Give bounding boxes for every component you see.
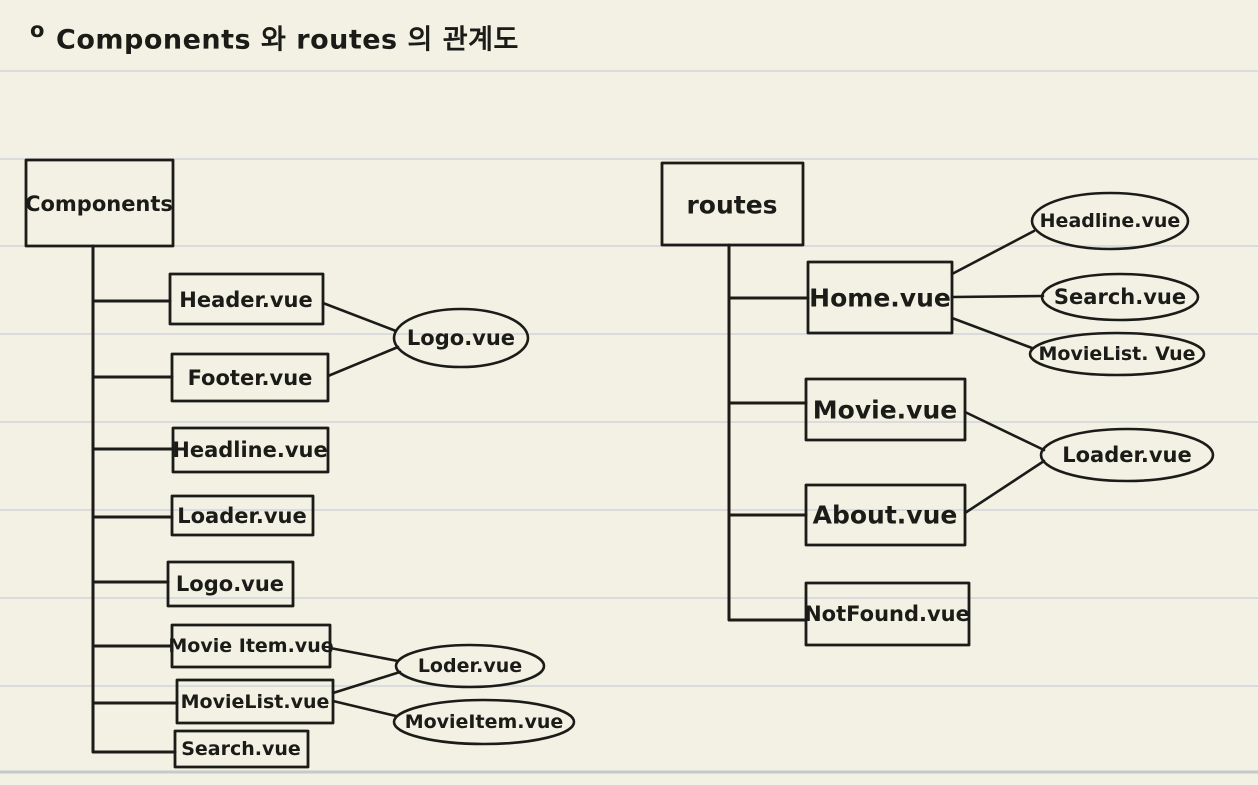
edge-home-to-movielist (950, 316, 1034, 350)
node-movielist-vue-ellipse: MovieList. Vue (1028, 331, 1206, 377)
loader-vue-label: Loader.vue (177, 504, 306, 528)
node-loader-vue-ellipse: Loader.vue (1039, 427, 1215, 483)
title-bullet: o (30, 18, 44, 42)
node-logo-vue: Logo.vue (166, 560, 295, 608)
routes-tree-trunk (727, 243, 810, 622)
edge-movie-to-loader (963, 410, 1046, 452)
search-vue-box (173, 729, 310, 769)
node-loder-vue-ellipse: Loder.vue (394, 643, 546, 689)
header-vue-box (168, 272, 325, 326)
components-tree-trunk (91, 244, 179, 754)
movieitem-vue-box (170, 623, 332, 669)
node-search-vue: Search.vue (173, 729, 310, 769)
footer-vue-box (170, 352, 330, 403)
logo-vue-label: Logo.vue (176, 572, 284, 596)
movielist-vue-ellipse-label: MovieList. Vue (1038, 343, 1195, 365)
routes-tree: routes Home.vue Movie.vue About.vue NotF… (660, 161, 1215, 647)
movie-vue-box (804, 377, 967, 442)
headline-vue-ellipse-label: Headline.vue (1040, 210, 1181, 232)
node-home-vue: Home.vue (806, 260, 954, 335)
title-text: Components 와 routes 의 관계도 (56, 25, 519, 56)
movieitem-vue-ellipse (392, 698, 576, 746)
node-search-vue-ellipse: Search.vue (1040, 272, 1200, 322)
edge-movieitem-to-loder (328, 646, 400, 663)
loder-vue-ellipse (394, 643, 546, 689)
edge-movielist-to-movieitem (331, 699, 398, 718)
search-vue-ellipse (1040, 272, 1200, 322)
edge-header-to-logo (321, 301, 398, 333)
routes-root-box (660, 161, 805, 247)
home-vue-box (806, 260, 954, 335)
footer-vue-label: Footer.vue (188, 366, 313, 390)
node-movieitem-vue: Movie Item.vue (168, 623, 334, 669)
movielist-vue-ellipse (1028, 331, 1206, 377)
search-vue-ellipse-label: Search.vue (1054, 285, 1186, 309)
movie-vue-label: Movie.vue (813, 396, 957, 425)
movieitem-vue-label: Movie Item.vue (168, 635, 333, 657)
logo-vue-ellipse-label: Logo.vue (407, 326, 515, 350)
node-loader-vue: Loader.vue (170, 494, 315, 537)
routes-root-label: routes (686, 191, 777, 220)
node-components-root: Components (24, 158, 175, 248)
ruled-lines (0, 70, 1258, 774)
node-header-vue: Header.vue (168, 272, 325, 326)
node-logo-vue-ellipse: Logo.vue (392, 307, 530, 369)
headline-vue-box (171, 426, 330, 474)
headline-vue-label: Headline.vue (172, 438, 327, 462)
node-movielist-vue: MovieList.vue (175, 678, 335, 725)
edge-about-to-loader (963, 459, 1046, 515)
components-root-box (24, 158, 175, 248)
header-vue-label: Header.vue (179, 288, 313, 312)
page-title: o Components 와 routes 의 관계도 (30, 18, 519, 56)
movielist-vue-label: MovieList.vue (181, 691, 330, 713)
about-vue-label: About.vue (813, 501, 958, 530)
edge-home-to-search (950, 294, 1045, 299)
node-about-vue: About.vue (804, 483, 967, 547)
loader-vue-box (170, 494, 315, 537)
loader-vue-ellipse-label: Loader.vue (1062, 443, 1191, 467)
edge-footer-to-logo (326, 345, 400, 378)
node-headline-vue-ellipse: Headline.vue (1030, 191, 1190, 251)
notfound-vue-label: NotFound.vue (804, 602, 970, 626)
node-routes-root: routes (660, 161, 805, 247)
components-root-label: Components (25, 192, 173, 216)
movieitem-vue-ellipse-label: MovieItem.vue (405, 711, 564, 733)
edge-home-to-headline (950, 229, 1036, 276)
loader-vue-ellipse (1039, 427, 1215, 483)
node-movieitem-vue-ellipse: MovieItem.vue (392, 698, 576, 746)
movielist-vue-box (175, 678, 335, 725)
edge-movielist-to-loder (331, 670, 402, 695)
home-vue-label: Home.vue (809, 284, 951, 313)
search-vue-label: Search.vue (181, 738, 301, 760)
logo-vue-ellipse (392, 307, 530, 369)
node-movie-vue: Movie.vue (804, 377, 967, 442)
headline-vue-ellipse (1030, 191, 1190, 251)
node-footer-vue: Footer.vue (170, 352, 330, 403)
node-headline-vue: Headline.vue (171, 426, 330, 474)
logo-vue-box (166, 560, 295, 608)
node-notfound-vue: NotFound.vue (804, 581, 971, 647)
about-vue-box (804, 483, 967, 547)
notfound-vue-box (804, 581, 971, 647)
components-tree: Components Header.vue Footer.vue Headlin… (24, 158, 576, 769)
loder-vue-ellipse-label: Loder.vue (418, 655, 522, 677)
